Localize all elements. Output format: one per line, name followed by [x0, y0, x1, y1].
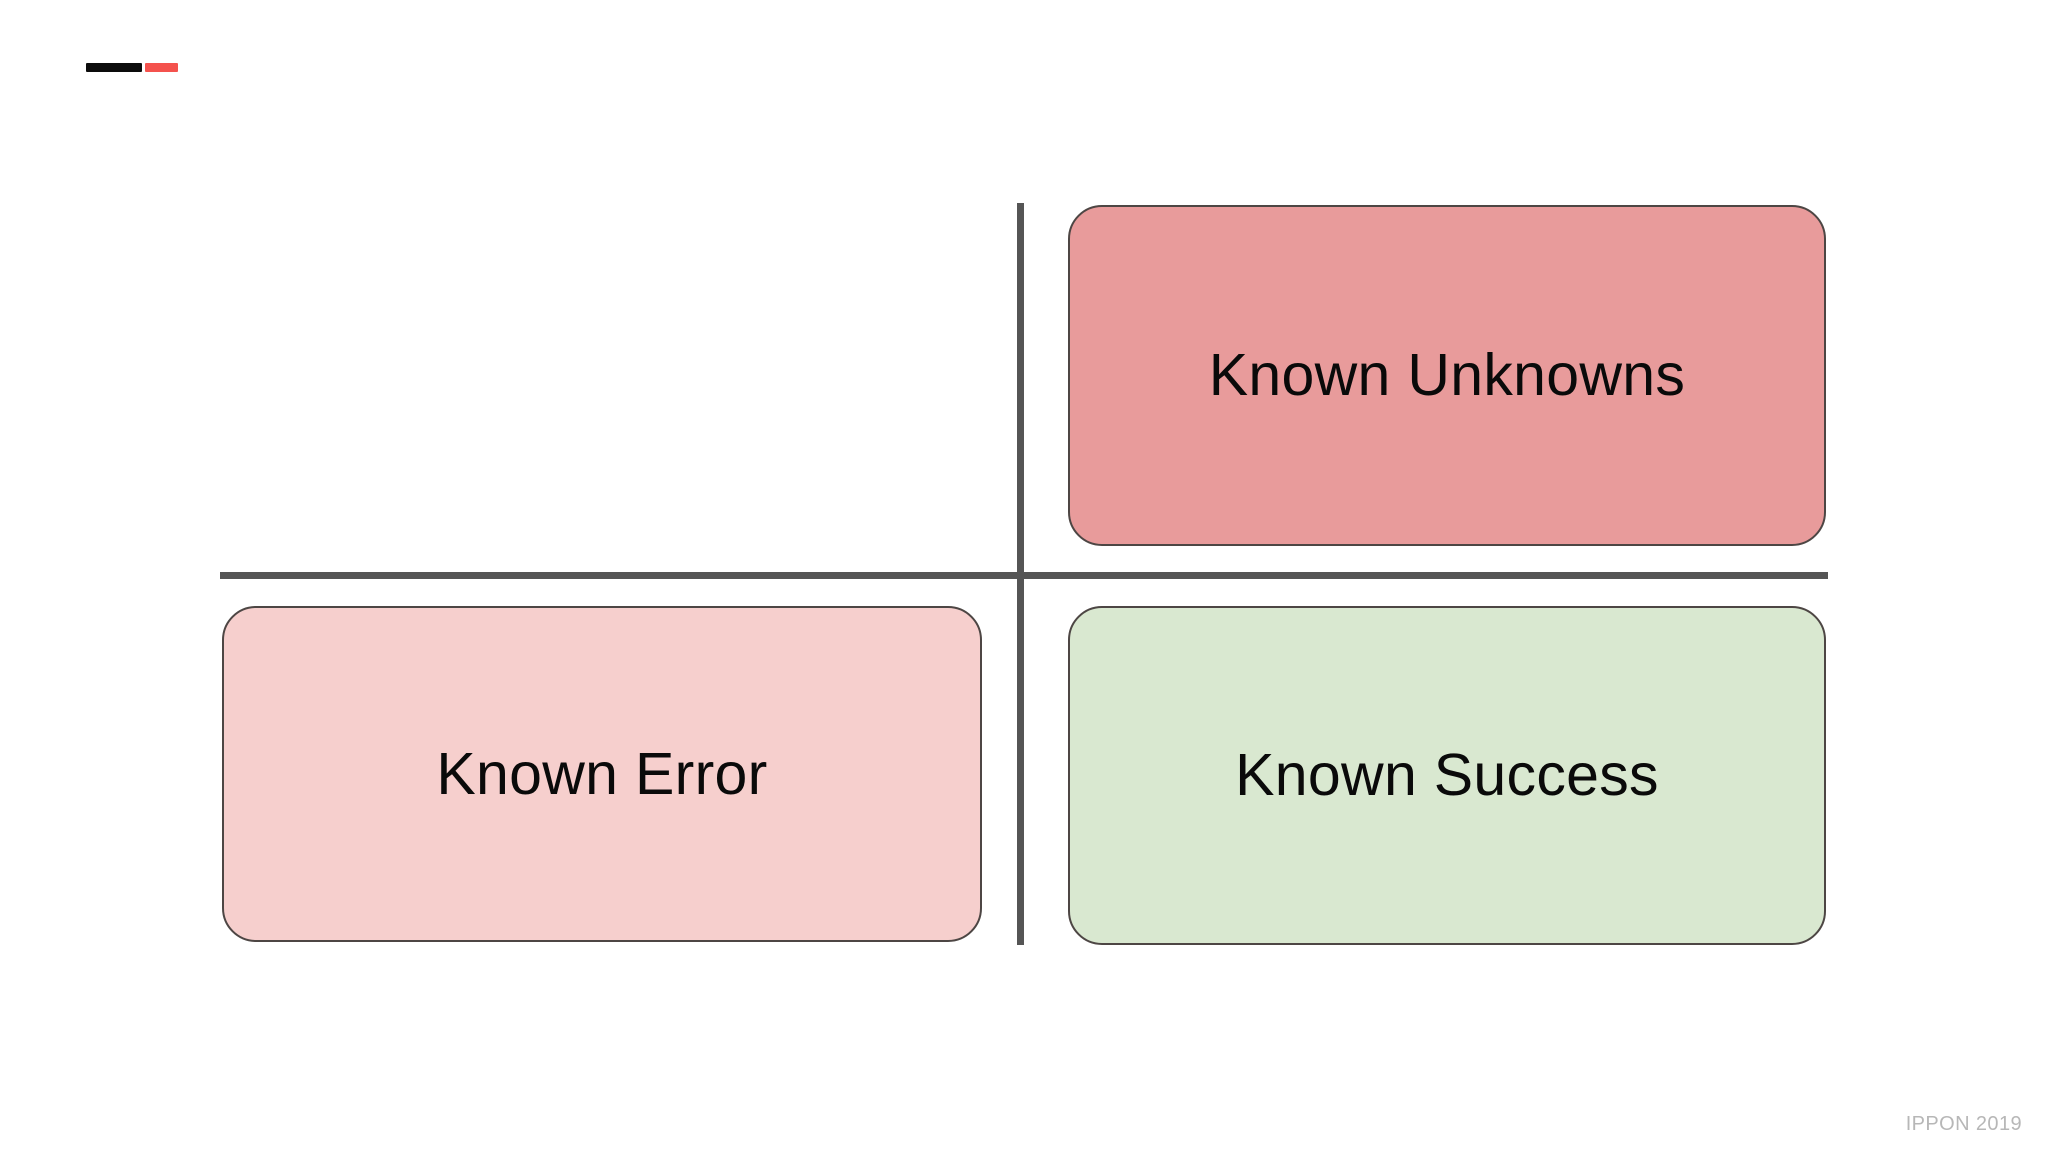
logo-accent-bar-icon	[145, 63, 178, 72]
slide-footer-credit: IPPON 2019	[1905, 1113, 2022, 1135]
logo-dark-bar-icon	[86, 63, 142, 72]
quadrant-label-known-success: Known Success	[1235, 742, 1659, 808]
quadrant-card-known-success: Known Success	[1068, 606, 1826, 945]
quadrant-horizontal-axis	[220, 572, 1828, 579]
ippon-logo-mark	[86, 62, 196, 74]
quadrant-label-known-unknowns: Known Unknowns	[1208, 342, 1686, 408]
quadrant-label-known-error: Known Error	[436, 740, 768, 807]
quadrant-card-known-error: Known Error	[222, 606, 982, 942]
quadrant-card-known-unknowns: Known Unknowns	[1068, 205, 1826, 546]
